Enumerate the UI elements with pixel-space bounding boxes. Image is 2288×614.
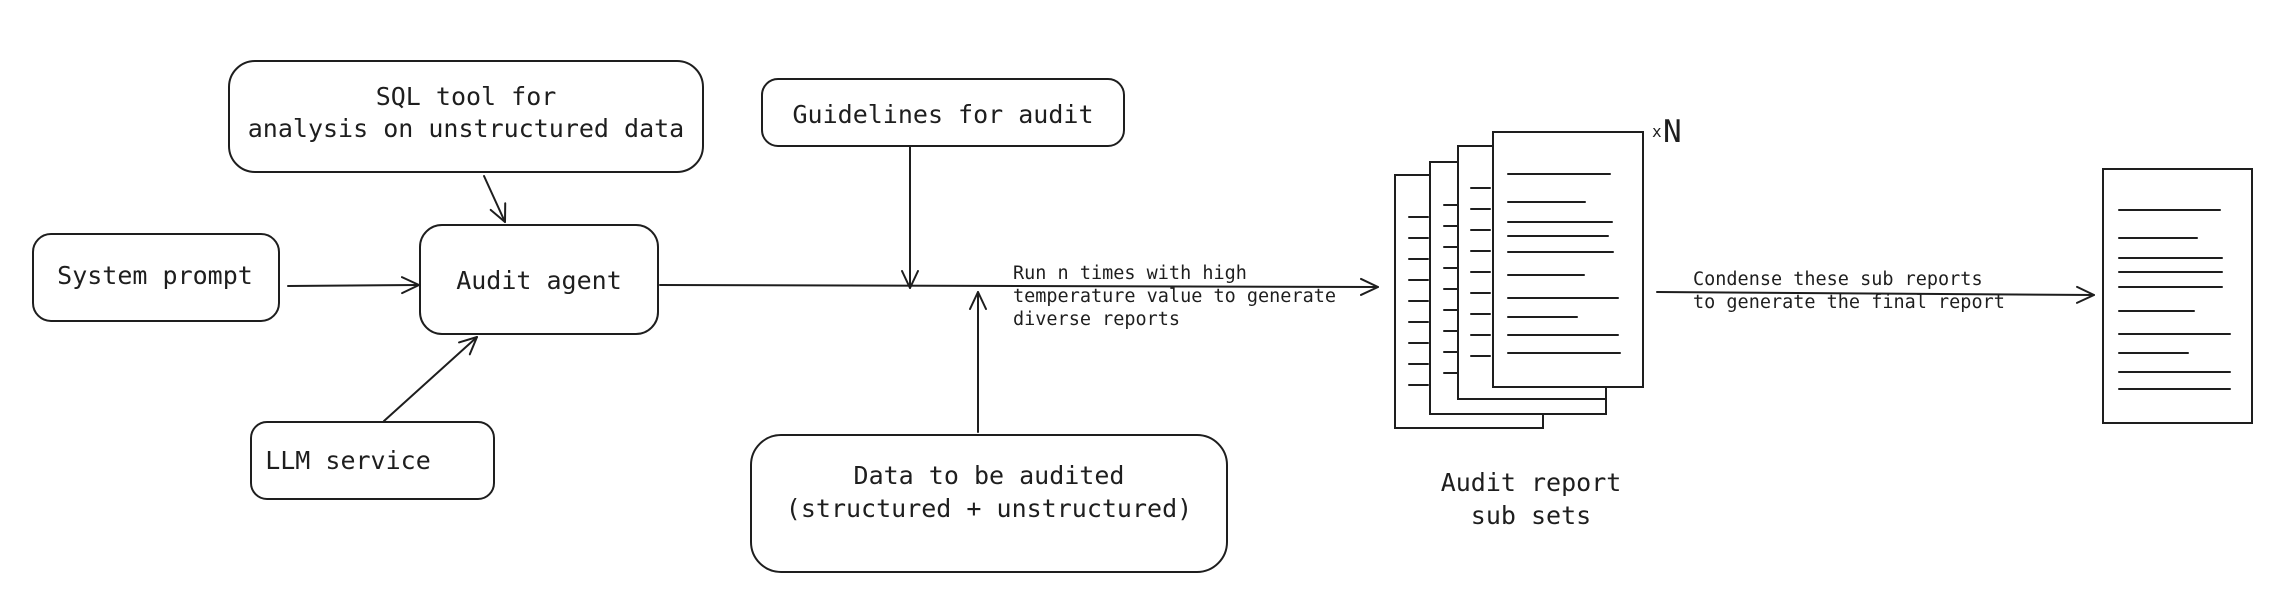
edge-system-prompt-to-agent: [287, 276, 420, 295]
condense-note-line-2: to generate the final report: [1693, 292, 2005, 313]
guidelines-label: Guidelines for audit: [792, 100, 1093, 129]
edge-subsets-to-final-report: [1656, 285, 2095, 304]
multiplier-label: x N: [1652, 114, 1682, 150]
connectors: [287, 146, 2095, 433]
sql-tool-label-line-1: SQL tool for: [376, 82, 557, 111]
document-icon: [2102, 168, 2253, 424]
system-prompt-label: System prompt: [57, 261, 253, 290]
run-note-line-1: Run n times with high: [1013, 263, 1247, 284]
llm-service-label: LLM service: [265, 446, 431, 475]
subsets-caption: Audit report sub sets: [1441, 468, 1622, 530]
sql-tool-label-line-2: analysis on unstructured data: [248, 114, 685, 143]
subsets-caption-line-1: Audit report: [1441, 468, 1622, 497]
stacked-documents-icon: [1394, 131, 1644, 429]
node-guidelines: Guidelines for audit: [761, 78, 1125, 147]
condense-note-line-1: Condense these sub reports: [1693, 269, 1983, 290]
audit-agent-label: Audit agent: [456, 266, 622, 295]
run-note-line-2: temperature value to generate: [1013, 286, 1336, 307]
edge-llm-service-to-agent: [383, 336, 478, 422]
node-sql-tool: SQL tool for analysis on unstructured da…: [228, 60, 704, 173]
data-label-line-1: Data to be audited: [854, 461, 1125, 490]
subsets-caption-line-2: sub sets: [1471, 501, 1591, 530]
node-data-to-audit: Data to be audited (structured + unstruc…: [750, 434, 1228, 573]
run-note-line-3: diverse reports: [1013, 309, 1180, 330]
multiplier-letter: N: [1663, 114, 1682, 150]
data-label-line-2: (structured + unstructured): [786, 494, 1192, 523]
edge-agent-to-report-subsets: [659, 277, 1379, 296]
node-audit-agent: Audit agent: [419, 224, 659, 335]
node-system-prompt: System prompt: [32, 233, 280, 322]
condense-note: Condense these sub reports to generate t…: [1693, 269, 2005, 313]
run-note: Run n times with high temperature value …: [1013, 263, 1336, 330]
edge-sql-tool-to-agent: [483, 175, 507, 223]
multiplier-prefix: x: [1652, 122, 1662, 141]
node-llm-service: LLM service: [250, 421, 495, 500]
report-sheet-1: [1492, 131, 1644, 388]
